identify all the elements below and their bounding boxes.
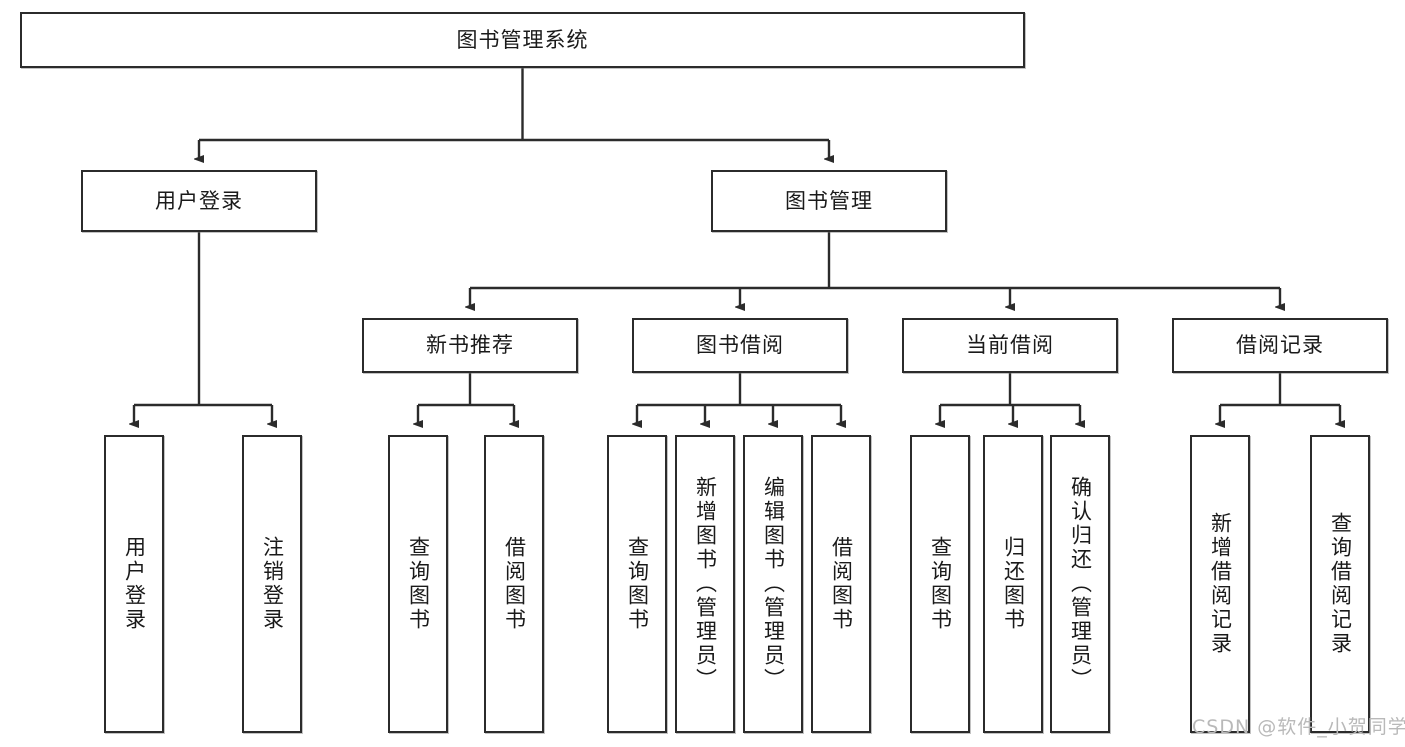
node-leaf-edit-book-admin[interactable]: 编辑图书（管理员）: [743, 435, 803, 733]
node-leaf-logout-login[interactable]: 注销登录: [242, 435, 302, 733]
node-leaf-edit-book-admin-label: 编辑图书（管理员）: [761, 476, 786, 692]
node-leaf-query-book-rec-label: 查询图书: [406, 536, 431, 632]
node-book-borrow-label: 图书借阅: [696, 333, 784, 358]
node-leaf-borrow-book[interactable]: 借阅图书: [811, 435, 871, 733]
node-new-book-recommend-label: 新书推荐: [426, 333, 514, 358]
node-leaf-add-book-admin[interactable]: 新增图书（管理员）: [675, 435, 735, 733]
node-leaf-confirm-return-admin[interactable]: 确认归还（管理员）: [1050, 435, 1110, 733]
node-leaf-add-borrow-record[interactable]: 新增借阅记录: [1190, 435, 1250, 733]
node-leaf-return-book[interactable]: 归还图书: [983, 435, 1043, 733]
node-new-book-recommend[interactable]: 新书推荐: [362, 318, 578, 373]
watermark: CSDN @软件_小贺同学: [1192, 716, 1405, 738]
node-current-borrow-label: 当前借阅: [966, 333, 1054, 358]
node-user-login[interactable]: 用户登录: [81, 170, 317, 232]
node-leaf-user-login-label: 用户登录: [122, 536, 147, 632]
node-user-login-label: 用户登录: [155, 188, 243, 213]
node-leaf-query-book-current[interactable]: 查询图书: [910, 435, 970, 733]
node-leaf-query-borrow-record-label: 查询借阅记录: [1328, 512, 1353, 656]
node-book-manage[interactable]: 图书管理: [711, 170, 947, 232]
node-leaf-user-login[interactable]: 用户登录: [104, 435, 164, 733]
node-leaf-return-book-label: 归还图书: [1001, 536, 1026, 632]
node-leaf-query-book-current-label: 查询图书: [928, 536, 953, 632]
node-leaf-borrow-book-label: 借阅图书: [829, 536, 854, 632]
node-borrow-record-label: 借阅记录: [1236, 333, 1324, 358]
node-root[interactable]: 图书管理系统: [20, 12, 1025, 68]
node-leaf-query-borrow-record[interactable]: 查询借阅记录: [1310, 435, 1370, 733]
node-book-manage-label: 图书管理: [785, 188, 873, 213]
node-book-borrow[interactable]: 图书借阅: [632, 318, 848, 373]
node-leaf-confirm-return-admin-label: 确认归还（管理员）: [1068, 476, 1093, 692]
node-leaf-add-book-admin-label: 新增图书（管理员）: [693, 476, 718, 692]
node-leaf-borrow-book-rec[interactable]: 借阅图书: [484, 435, 544, 733]
node-leaf-borrow-book-rec-label: 借阅图书: [502, 536, 527, 632]
node-borrow-record[interactable]: 借阅记录: [1172, 318, 1388, 373]
node-leaf-logout-login-label: 注销登录: [260, 536, 285, 632]
node-root-label: 图书管理系统: [456, 27, 589, 52]
node-current-borrow[interactable]: 当前借阅: [902, 318, 1118, 373]
node-leaf-query-book-borrow-label: 查询图书: [625, 536, 650, 632]
node-leaf-query-book-borrow[interactable]: 查询图书: [607, 435, 667, 733]
node-leaf-add-borrow-record-label: 新增借阅记录: [1208, 512, 1233, 656]
node-leaf-query-book-rec[interactable]: 查询图书: [388, 435, 448, 733]
